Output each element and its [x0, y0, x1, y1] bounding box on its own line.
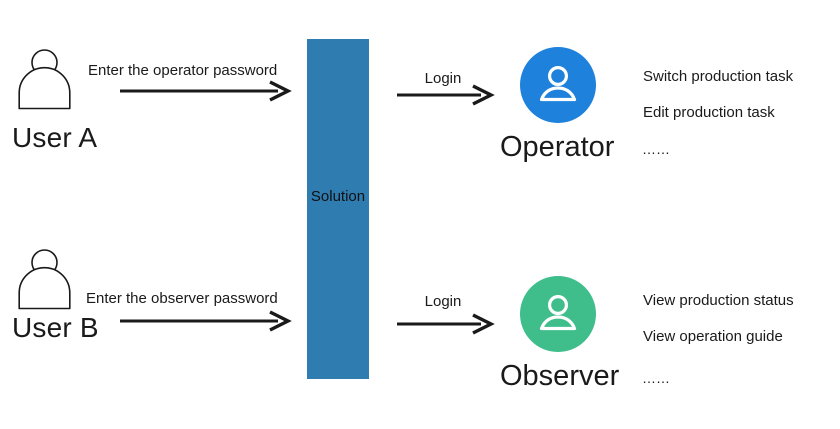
person-outline-icon [16, 248, 76, 310]
login-arrow-observer [395, 313, 495, 335]
solution-bar [307, 39, 369, 379]
capability-item: View operation guide [643, 328, 783, 345]
person-outline-icon [16, 48, 76, 110]
actor-label-user-b: User B [12, 312, 99, 343]
person-avatar-icon [539, 66, 577, 102]
actor-label-user-a: User A [12, 122, 98, 153]
login-arrow-operator [395, 84, 495, 106]
role-badge-observer [520, 276, 596, 352]
role-ellipsis-operator: …… [642, 141, 670, 157]
capability-item: Edit production task [643, 104, 775, 121]
credential-arrow-observer [118, 310, 292, 332]
credential-arrow-label-observer: Enter the observer password [86, 290, 278, 307]
credential-arrow-operator [118, 80, 292, 102]
person-avatar-icon [539, 295, 577, 331]
role-ellipsis-observer: …… [642, 370, 670, 386]
role-label-operator: Operator [500, 131, 615, 163]
role-label-observer: Observer [500, 360, 620, 392]
role-badge-operator [520, 47, 596, 123]
solution-label: Solution [310, 188, 366, 205]
login-arrow-label-operator: Login [424, 70, 462, 87]
login-arrow-label-observer: Login [424, 293, 462, 310]
credential-arrow-label-operator: Enter the operator password [88, 62, 278, 79]
capability-item: Switch production task [643, 68, 794, 85]
capability-item: View production status [643, 292, 794, 309]
